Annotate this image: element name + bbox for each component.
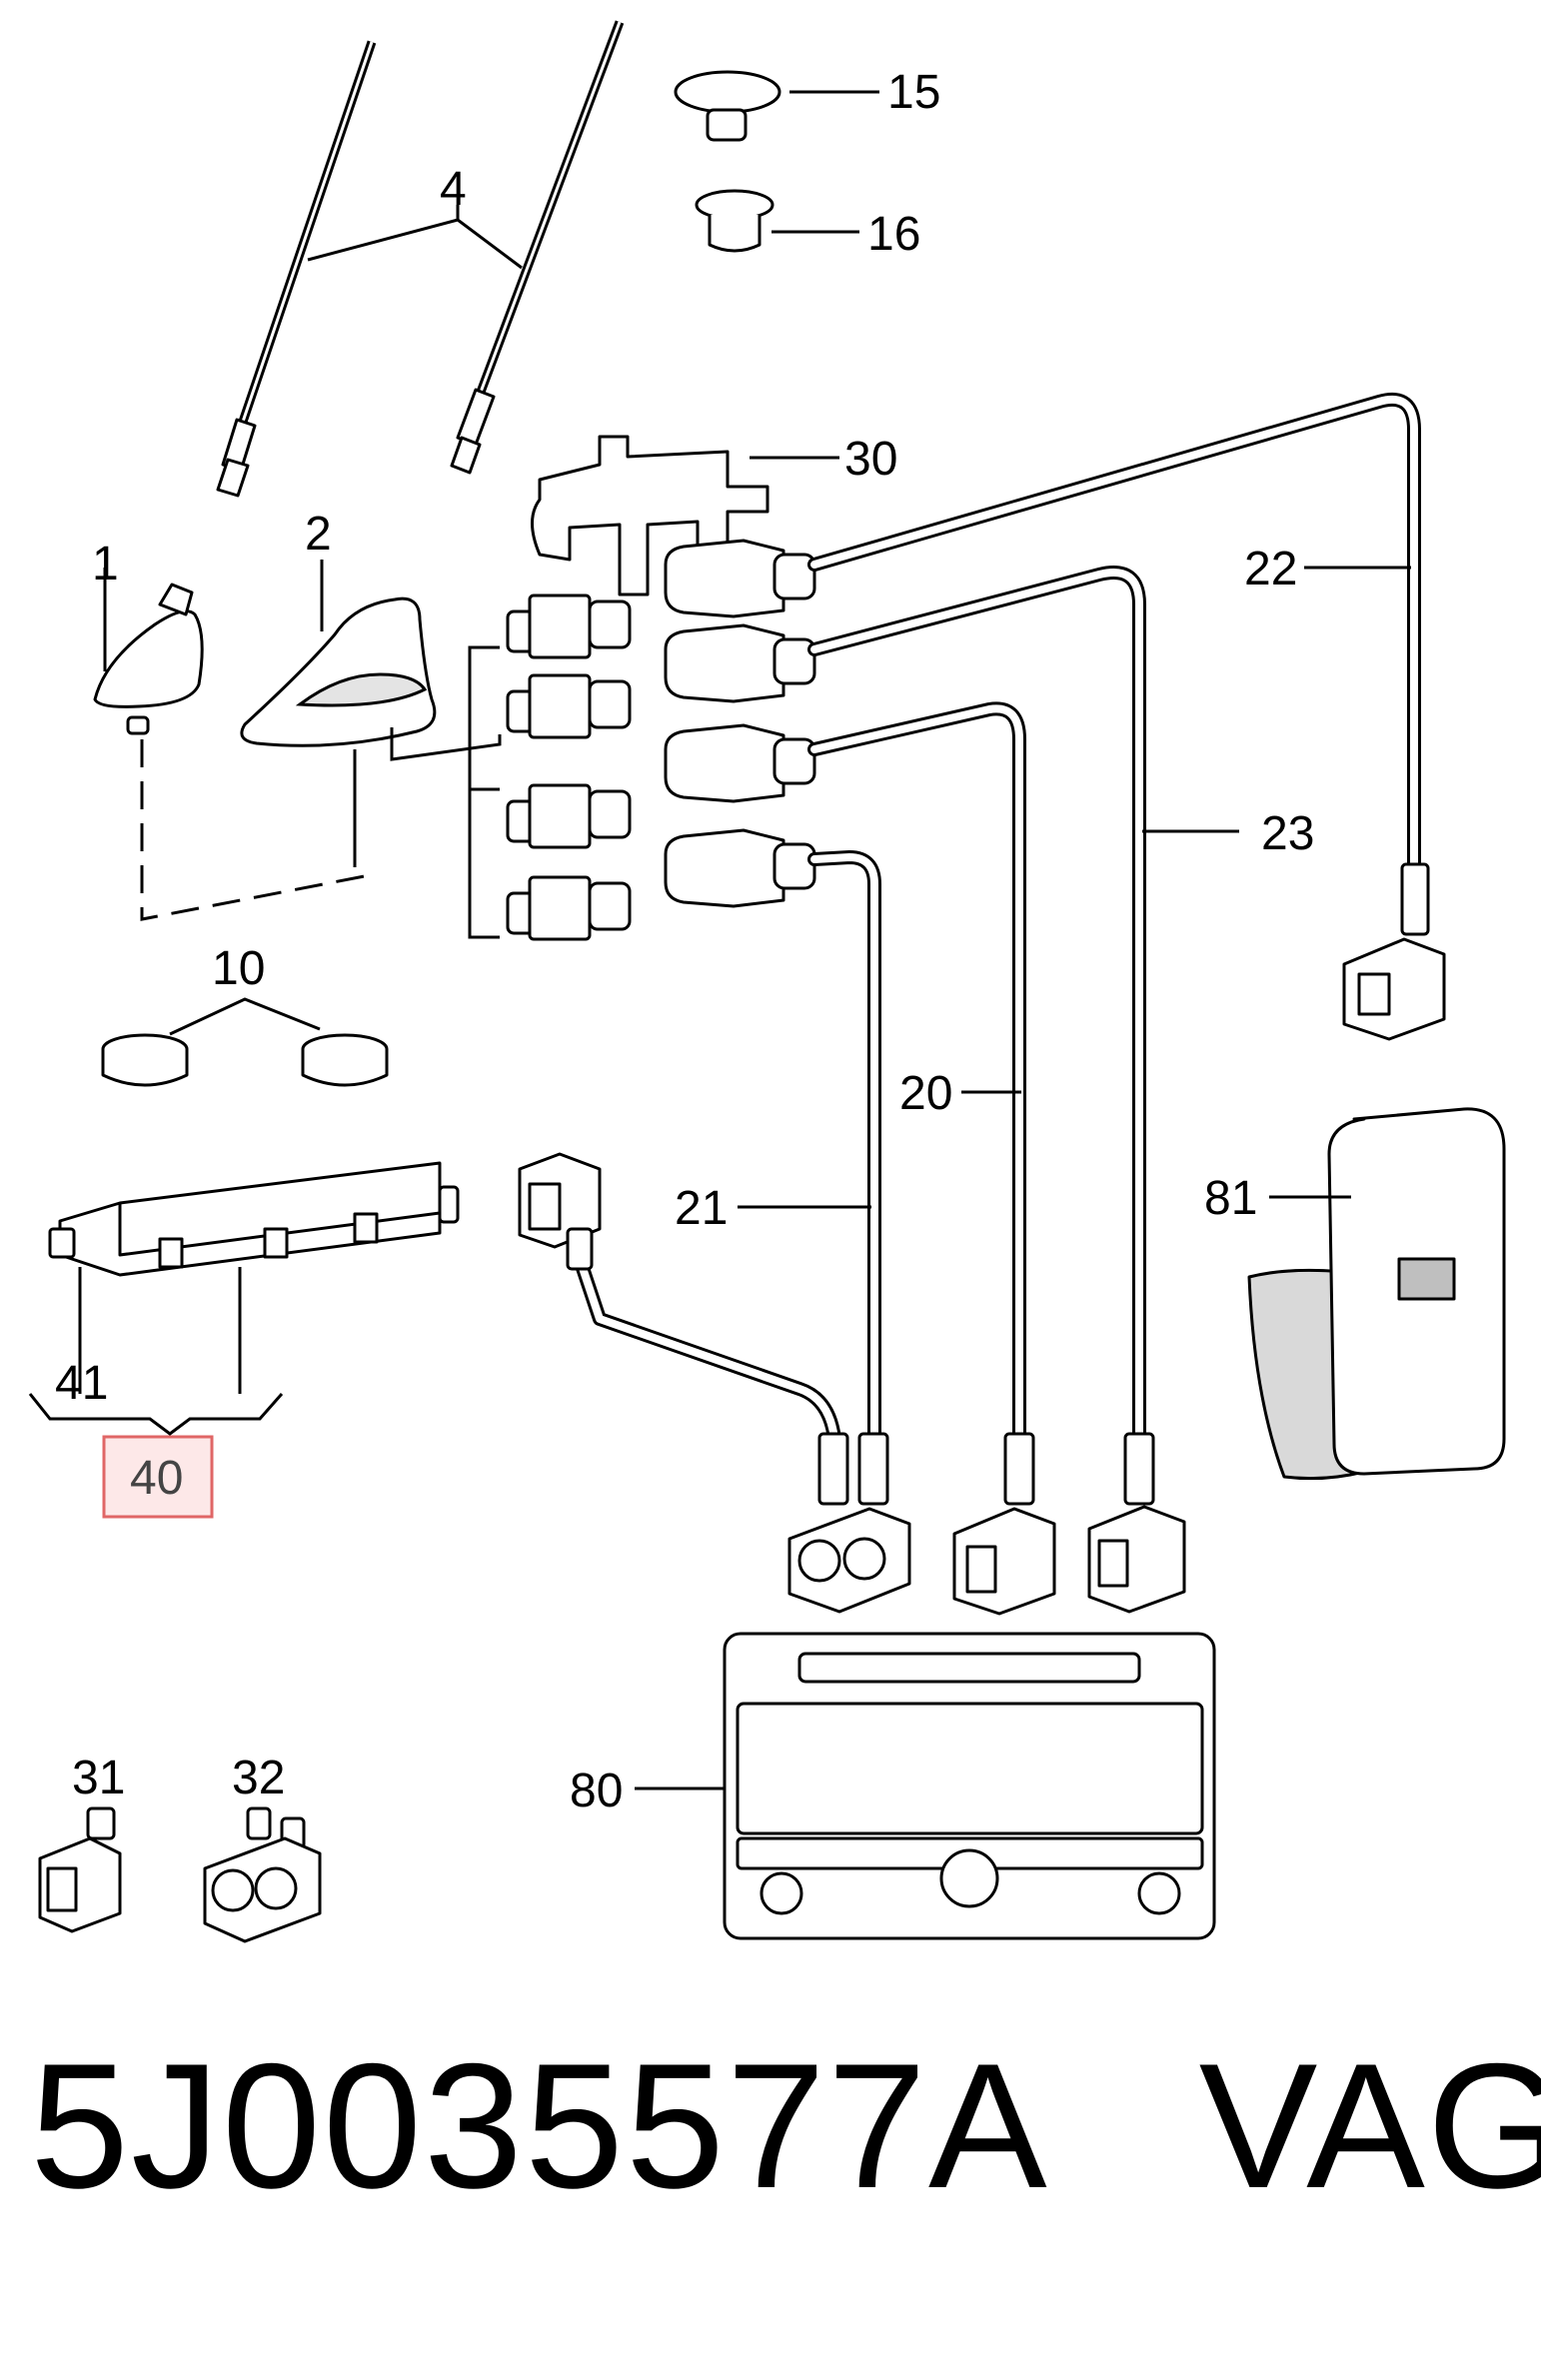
cap-15 xyxy=(674,70,879,142)
callout-40[interactable]: 40 xyxy=(130,1452,183,1505)
clamp-rings-10 xyxy=(101,997,389,1087)
part-number: 5J0035577A xyxy=(30,2026,1049,2225)
highlight-box-40 xyxy=(102,1435,214,1519)
callout-15[interactable]: 15 xyxy=(887,66,940,119)
cables xyxy=(573,392,1421,1446)
callout-2[interactable]: 2 xyxy=(305,508,332,561)
bottom-connectors xyxy=(787,1432,1186,1616)
part-footer: 5J0035577A VAG xyxy=(30,2023,1541,2225)
connector-22-end xyxy=(1342,862,1446,1041)
shark-fin-antenna-2 xyxy=(240,560,437,747)
callout-10[interactable]: 10 xyxy=(212,942,265,995)
antenna-rods xyxy=(216,20,625,498)
callout-20[interactable]: 20 xyxy=(899,1067,952,1120)
callout-31[interactable]: 31 xyxy=(72,1752,125,1804)
callout-41[interactable]: 41 xyxy=(55,1357,108,1410)
callout-32[interactable]: 32 xyxy=(232,1752,285,1804)
callout-4[interactable]: 4 xyxy=(440,163,467,216)
callout-22[interactable]: 22 xyxy=(1244,543,1297,595)
connector-31 xyxy=(38,1806,122,1933)
radio-unit-80 xyxy=(635,1632,1216,1940)
callouts: 1 2 4 10 15 16 20 21 22 23 30 31 32 40 4… xyxy=(55,66,1314,1817)
callout-16[interactable]: 16 xyxy=(867,208,920,261)
holder-clip-30 xyxy=(531,435,839,596)
brand-name: VAG xyxy=(1198,2026,1541,2225)
callout-81[interactable]: 81 xyxy=(1204,1172,1257,1225)
callout-21[interactable]: 21 xyxy=(675,1182,728,1235)
callout-23[interactable]: 23 xyxy=(1261,807,1314,860)
callout-1[interactable]: 1 xyxy=(92,538,119,591)
antenna-base-1 xyxy=(93,568,204,735)
callout-80[interactable]: 80 xyxy=(570,1765,623,1817)
connector-21-start xyxy=(518,1152,602,1271)
grommet-16 xyxy=(695,189,859,253)
callout-30[interactable]: 30 xyxy=(844,433,897,486)
connector-32 xyxy=(203,1806,322,1943)
antenna-amplifier-40 xyxy=(28,1161,460,1519)
phone-holder-81 xyxy=(1247,1107,1506,1481)
cable-connectors xyxy=(664,539,816,908)
antenna-connectors xyxy=(506,594,632,941)
